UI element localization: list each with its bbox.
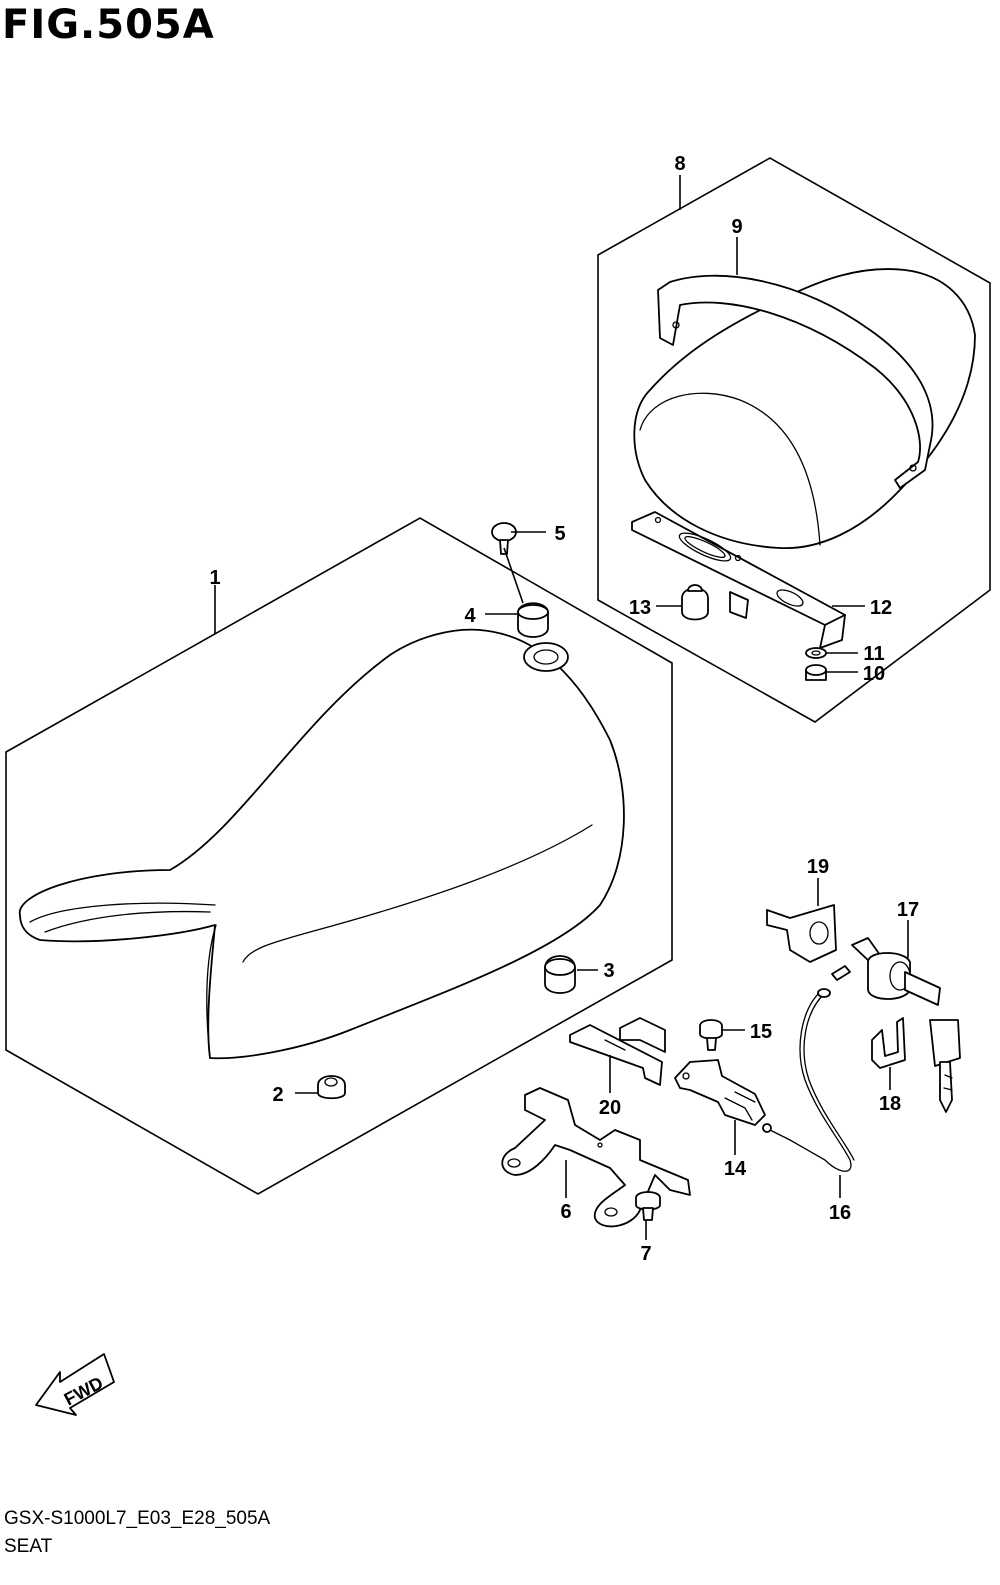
part-10-nut [805,664,827,681]
figure-code: GSX-S1000L7_E03_E28_505A [4,1508,271,1529]
part-3-cushion [544,955,576,994]
part-18-clip [871,1017,906,1069]
callout-3: 3 [603,960,614,982]
part-9-strap [657,274,934,489]
callout-20: 20 [599,1097,621,1119]
part-20-bracket [569,1017,666,1086]
callout-10: 10 [863,663,885,685]
rider-seat-group-frame [5,517,673,1195]
callout-5: 5 [554,523,565,545]
pillion-seat-group-frame [597,157,991,723]
callout-8: 8 [674,153,685,175]
callout-13: 13 [629,597,651,619]
callout-15: 15 [750,1021,772,1043]
part-13-damper [681,584,709,621]
figure-name: SEAT [4,1536,53,1557]
part-12-bracket [631,511,846,649]
callout-2: 2 [272,1084,283,1106]
callout-18: 18 [879,1093,901,1115]
callout-1: 1 [209,567,220,589]
callout-14: 14 [724,1158,747,1180]
callout-7: 7 [640,1243,651,1265]
part-4-cushion [517,602,549,638]
part-2-nut [317,1075,346,1100]
callout-labels: 1 2 3 4 5 6 7 8 9 10 11 12 13 14 15 16 1… [209,153,919,1265]
callout-9: 9 [731,216,742,238]
callout-19: 19 [807,856,829,878]
callout-16: 16 [829,1202,851,1224]
part-11-washer [805,647,827,659]
callout-6: 6 [560,1201,571,1223]
part-16-cable [762,965,855,1172]
leader-lines [214,175,909,1240]
part-17-lock-set [851,937,961,1113]
part-6-hinge-bracket [501,1087,691,1228]
callout-11: 11 [863,643,884,665]
figure-title: FIG.505A [2,2,215,48]
part-15-bolt [699,1019,723,1051]
part-19-bracket [766,904,837,963]
callout-4: 4 [464,605,476,627]
fwd-arrow-icon: FWD [35,1353,115,1416]
callout-17: 17 [897,899,919,921]
part-14-seat-lock [674,1059,766,1126]
part-7-bolt [635,1191,661,1221]
rider-seat [19,628,625,1060]
callout-12: 12 [870,597,892,619]
